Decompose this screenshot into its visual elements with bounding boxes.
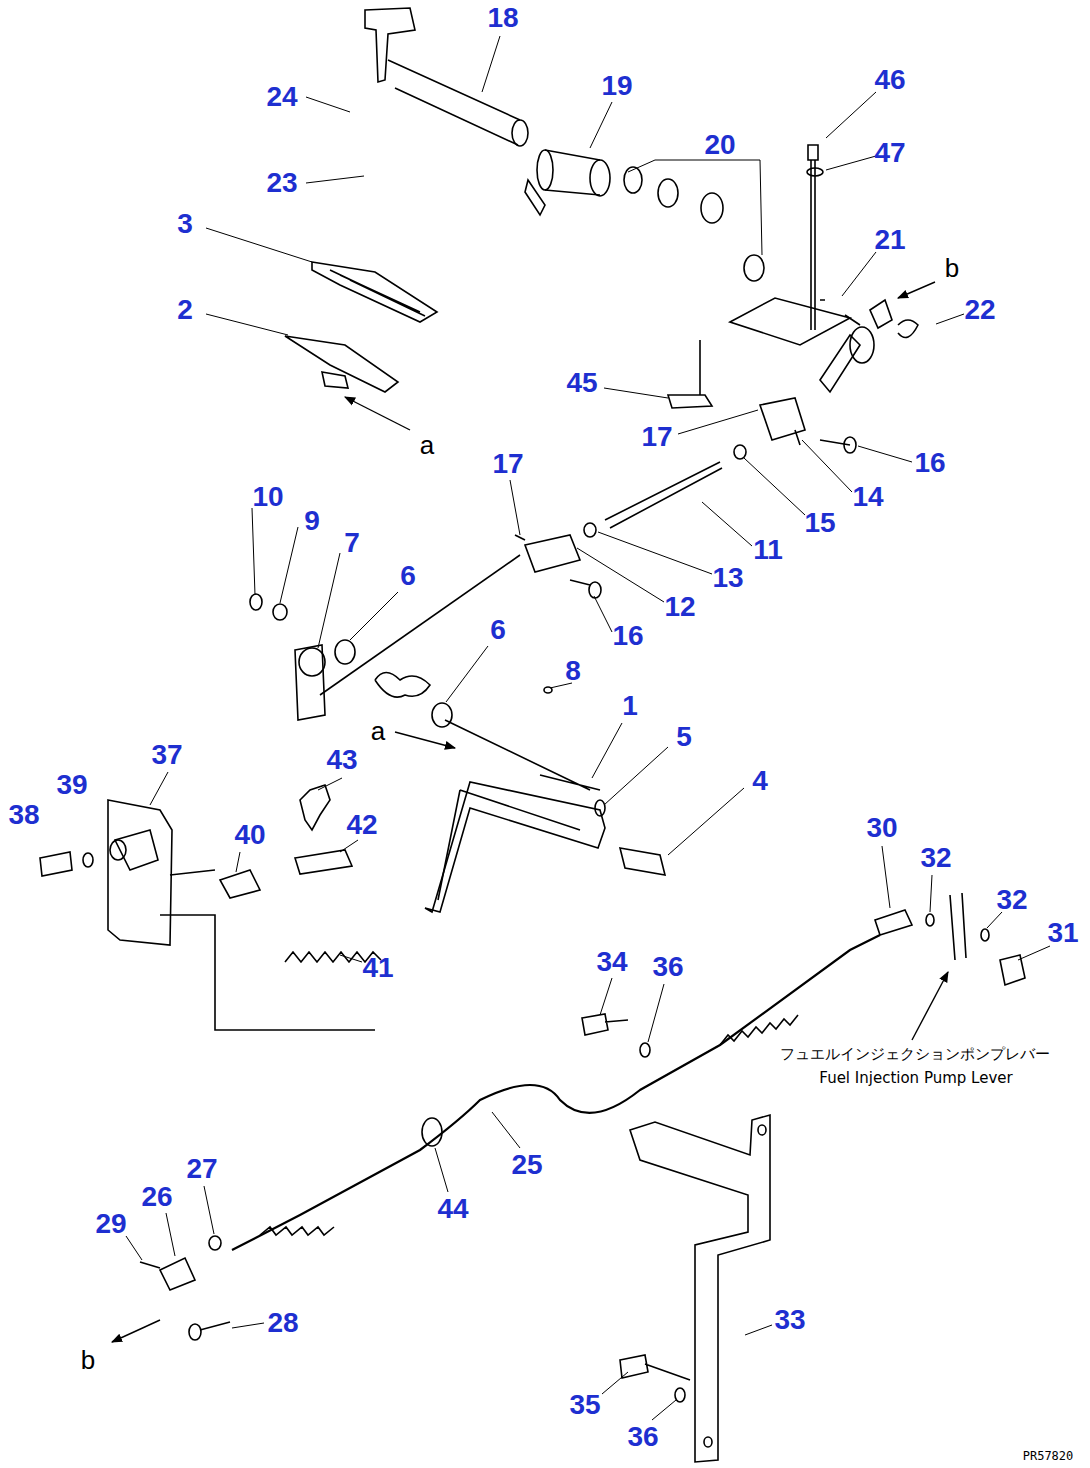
view-reference: b	[81, 1347, 95, 1373]
callout-number: 20	[704, 131, 735, 159]
callout-number: 35	[569, 1391, 600, 1419]
callout-number: 14	[852, 483, 883, 511]
callout-number: 5	[676, 723, 692, 751]
callout-number: 22	[964, 296, 995, 324]
callout-number: 12	[664, 593, 695, 621]
callout-number: 25	[511, 1151, 542, 1179]
callout-number: 28	[267, 1309, 298, 1337]
callout-number: 19	[601, 72, 632, 100]
callout-number: 10	[252, 483, 283, 511]
callout-number: 47	[874, 139, 905, 167]
note-text: フュエルインジェクションポンプレバー	[778, 1047, 1052, 1062]
callout-number: 30	[866, 814, 897, 842]
callout-number: 2	[177, 296, 193, 324]
callout-number: 24	[266, 83, 297, 111]
callout-number: 21	[874, 226, 905, 254]
callout-number: 36	[627, 1423, 658, 1451]
callout-number: 7	[344, 529, 360, 557]
drawing-code: PR57820	[1023, 1450, 1074, 1462]
callout-number: 9	[304, 507, 320, 535]
callout-number: 38	[8, 801, 39, 829]
view-reference: a	[371, 718, 385, 744]
callout-number: 8	[565, 657, 581, 685]
callout-number: 45	[566, 369, 597, 397]
callout-number: 6	[400, 562, 416, 590]
callout-number: 37	[151, 741, 182, 769]
callout-number: 1	[622, 692, 638, 720]
callout-number: 17	[492, 450, 523, 478]
callout-number: 26	[141, 1183, 172, 1211]
callout-number: 15	[804, 509, 835, 537]
callout-number: 6	[490, 616, 506, 644]
callout-number: 39	[56, 771, 87, 799]
callout-number: 27	[186, 1155, 217, 1183]
callout-number: 32	[920, 844, 951, 872]
callout-number: 18	[487, 4, 518, 32]
callout-number: 40	[234, 821, 265, 849]
callout-number: 43	[326, 746, 357, 774]
view-reference: a	[420, 432, 434, 458]
callout-number: 46	[874, 66, 905, 94]
callout-number: 34	[596, 948, 627, 976]
callout-number: 44	[437, 1195, 468, 1223]
callout-number: 33	[774, 1306, 805, 1334]
callout-number: 31	[1047, 919, 1078, 947]
callout-number: 13	[712, 564, 743, 592]
note-text: Fuel Injection Pump Lever	[817, 1071, 1014, 1086]
callout-number: 16	[612, 622, 643, 650]
callout-number: 3	[177, 210, 193, 238]
callout-number: 41	[362, 954, 393, 982]
callout-number: 11	[753, 536, 783, 564]
callout-number: 4	[752, 767, 768, 795]
callout-number: 36	[652, 953, 683, 981]
callout-number: 32	[996, 886, 1027, 914]
callout-number: 16	[914, 449, 945, 477]
view-reference: b	[945, 255, 959, 281]
callout-number: 17	[641, 423, 672, 451]
callout-number: 29	[95, 1210, 126, 1238]
callout-number: 23	[266, 169, 297, 197]
callout-number: 42	[346, 811, 377, 839]
